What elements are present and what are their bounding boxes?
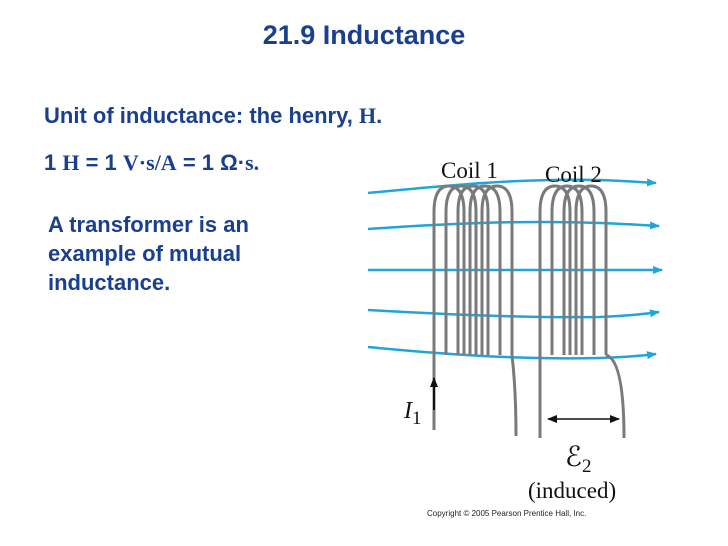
equation-part: 1 [44, 150, 63, 175]
magnetic-field-lines [367, 178, 663, 360]
equation-henry: H [62, 150, 80, 175]
equation-second: s [245, 150, 254, 175]
transformer-paragraph: A transformer is an example of mutual in… [48, 210, 338, 297]
induced-label: (induced) [528, 478, 616, 503]
henry-equation: 1 H = 1 V·s/A = 1 Ω·s. [44, 150, 259, 176]
unit-definition-period: . [376, 103, 383, 128]
emf-subscript: 2 [582, 456, 592, 477]
field-line [367, 345, 657, 360]
equation-part: = 1 [176, 150, 221, 175]
coil-1-turn [456, 184, 490, 355]
equation-volt-second-per-ampere: V·s/A [122, 150, 177, 175]
coil-2-lead [605, 353, 626, 439]
coil-2-label: Coil 2 [545, 162, 602, 187]
coil-2-turn [550, 184, 584, 355]
henry-symbol: H [358, 103, 377, 128]
slide-title: 21.9 Inductance [262, 20, 466, 50]
field-line [367, 178, 657, 195]
field-line [367, 308, 660, 319]
paragraph-line: inductance. [48, 270, 171, 295]
coil-2-turn [574, 184, 608, 355]
current-subscript: 1 [412, 408, 422, 429]
equation-part: = 1 [79, 150, 123, 175]
current-symbol: I [403, 398, 413, 424]
coil-1-label: Coil 1 [441, 158, 498, 183]
coil-1-turn [468, 184, 502, 355]
coil-1-turn [432, 184, 466, 355]
coil-1-turn [480, 184, 514, 355]
paragraph-line: A transformer is an [48, 212, 249, 237]
copyright-notice: Copyright © 2005 Pearson Prentice Hall, … [427, 509, 587, 518]
equation-ohm: Ω· [220, 150, 246, 175]
equation-period: . [253, 150, 260, 175]
coil-2-turn [562, 184, 596, 355]
unit-definition-text: Unit of inductance: the henry, [44, 103, 359, 128]
coil-1-lead [510, 354, 518, 437]
field-line [367, 220, 660, 231]
coil-1 [432, 184, 518, 437]
emf-label: ℰ2 [565, 442, 591, 477]
current-label: I1 [403, 398, 422, 429]
coil-1-turn [444, 184, 478, 355]
coil-2 [538, 184, 626, 439]
coil-2-turn [538, 184, 572, 355]
paragraph-line: example of mutual [48, 241, 242, 266]
emf-symbol: ℰ [565, 442, 582, 473]
unit-definition-line: Unit of inductance: the henry, H. [44, 103, 382, 129]
